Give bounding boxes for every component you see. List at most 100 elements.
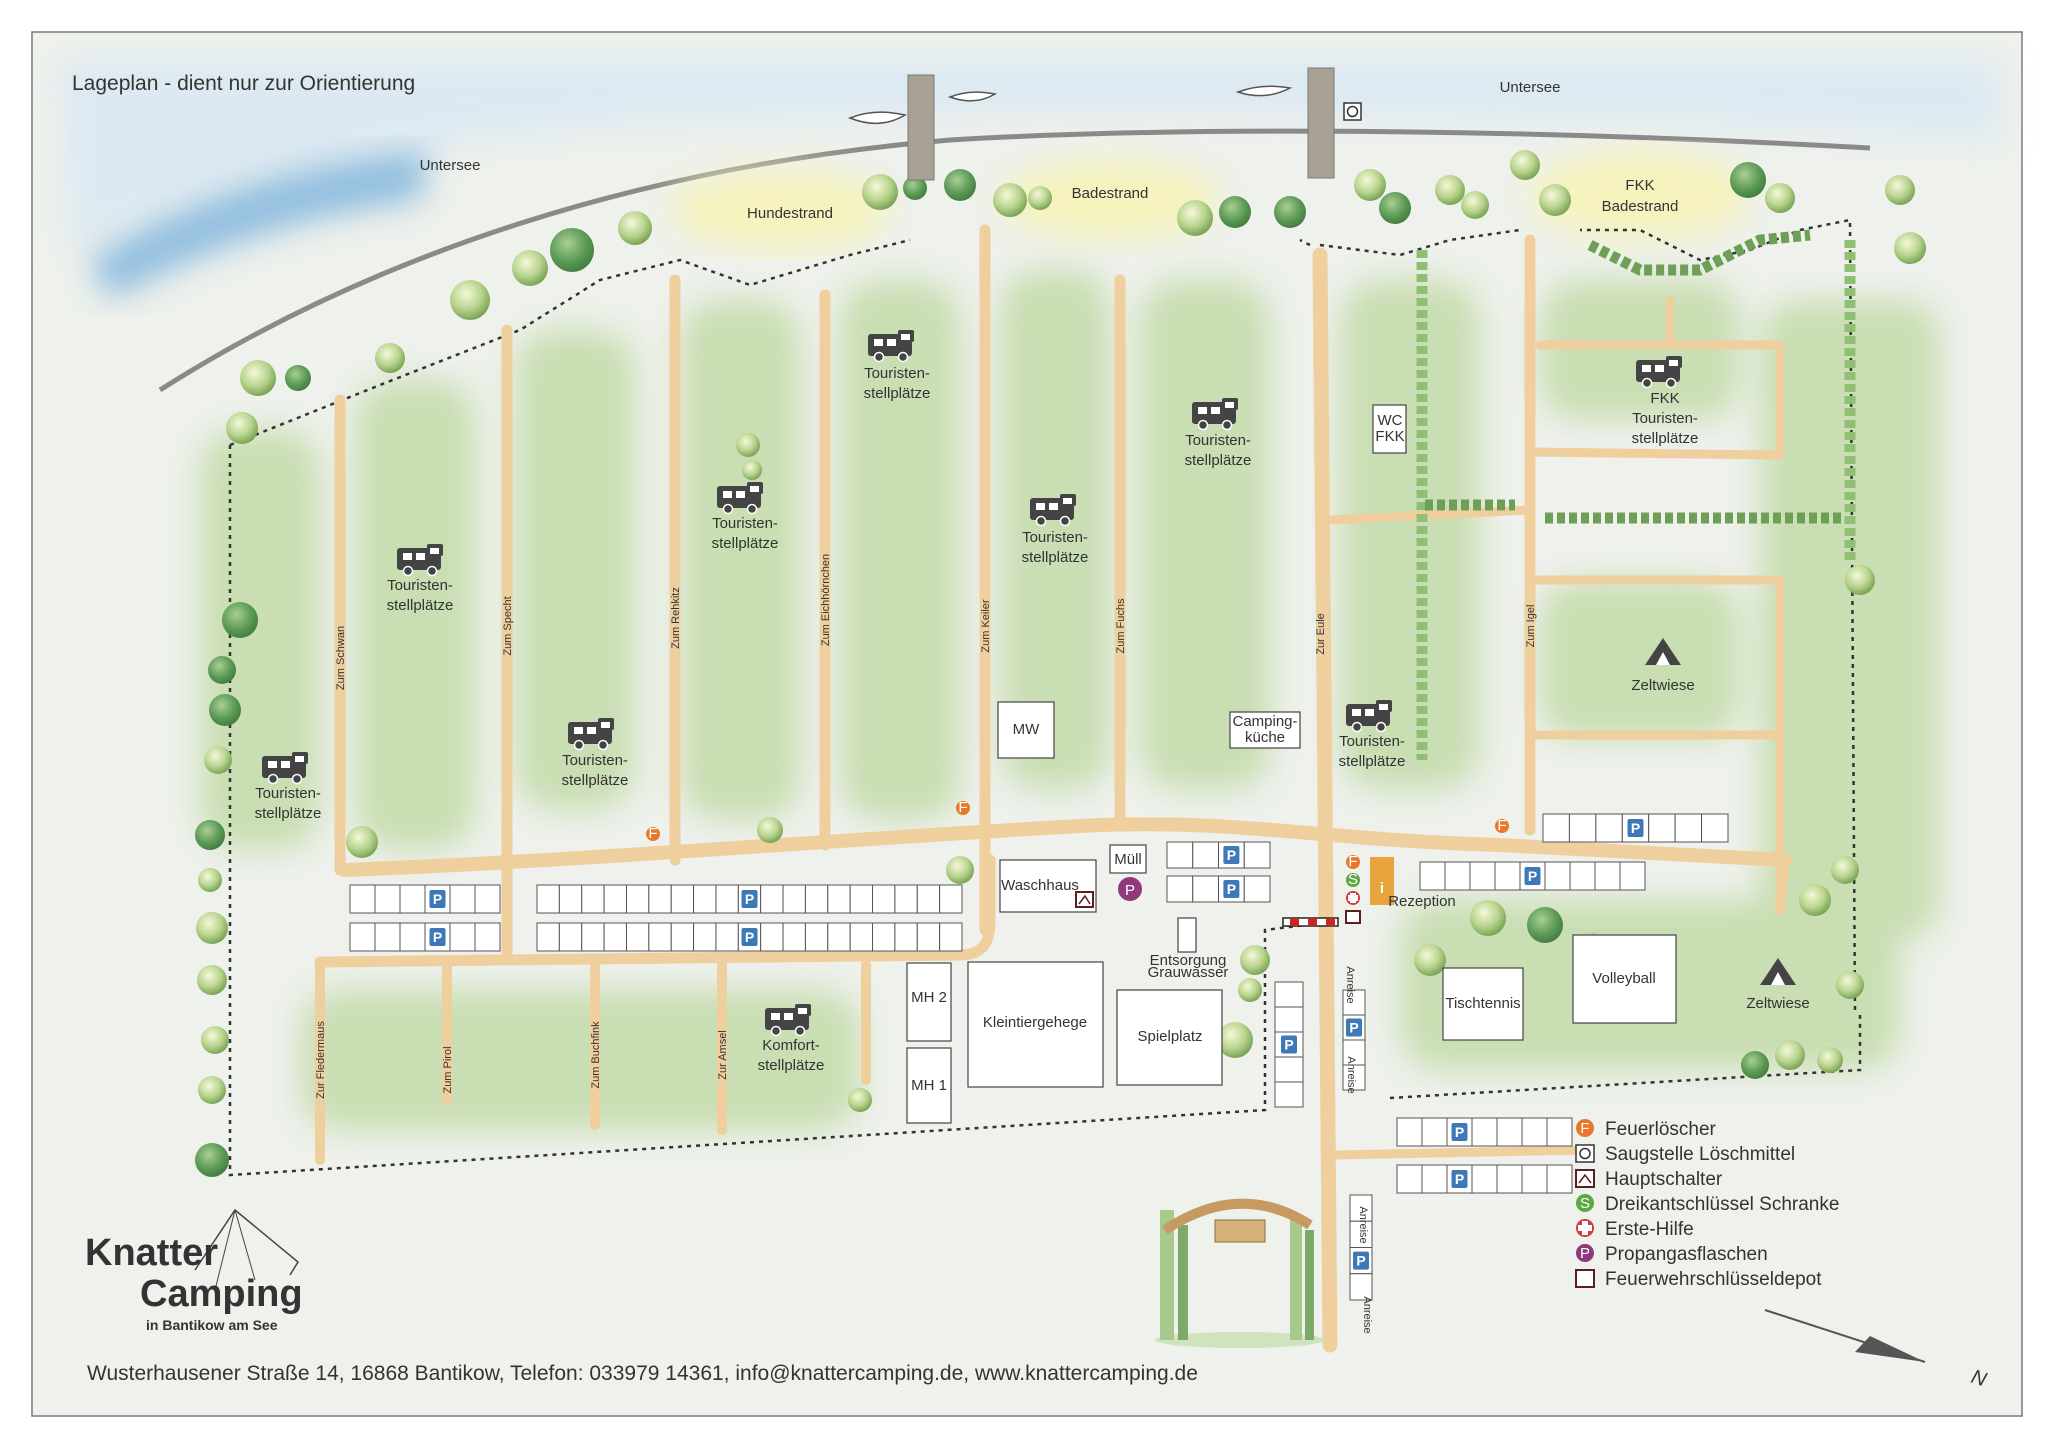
parking-bay [760, 884, 784, 914]
parking-bay [349, 922, 376, 952]
legend-item: Dreikantschlüssel Schranke [1605, 1194, 1839, 1215]
parking-row: P [349, 884, 501, 914]
parking-bay [916, 884, 941, 914]
svg-text:küche: küche [1245, 729, 1285, 746]
parking-label: P [1227, 881, 1236, 897]
boats [847, 85, 1293, 124]
parking-bay [1674, 813, 1703, 843]
knatter-camping-logo: Knatter Camping in Bantikow am See [85, 1208, 303, 1333]
parking-bay [1274, 1056, 1304, 1083]
parking-bay [804, 922, 829, 952]
parking-icon [1223, 846, 1240, 864]
logo-name-2: Camping [140, 1273, 303, 1315]
suction-point-marker [1343, 102, 1362, 121]
parking-icon [1524, 867, 1541, 885]
parking-bay [625, 922, 650, 952]
jetties [907, 67, 1335, 181]
parking-row: P [349, 922, 501, 952]
parking-bay [1469, 861, 1496, 891]
parking-bay [625, 884, 650, 914]
svg-text:Touristen-: Touristen- [1339, 733, 1405, 750]
parking-bay [849, 884, 874, 914]
tourist-pitches: Touristen- stellplätze Touristen- stellp… [255, 329, 1698, 1074]
street-zur-eule: Zur Eule [1315, 613, 1327, 655]
parking-bay [1419, 861, 1446, 891]
parking-bay [474, 884, 501, 914]
parking-row: P [1396, 1164, 1573, 1194]
propane-icon [1576, 1244, 1594, 1262]
parking-bay [399, 884, 426, 914]
parking-label: P [745, 929, 754, 945]
arrival-lane-label: Anreise [1345, 1056, 1357, 1093]
svg-text:Touristen-: Touristen- [1632, 410, 1698, 427]
propane-icon [1118, 877, 1142, 901]
parking-bay [1542, 813, 1570, 843]
legend-item: Saugstelle Löschmittel [1605, 1144, 1795, 1165]
legend-item: Feuerlöscher [1605, 1119, 1717, 1140]
parking-row: P [1166, 841, 1271, 869]
parking-label: P [1349, 1020, 1358, 1036]
svg-text:MW: MW [1013, 721, 1040, 738]
svg-text:FKK: FKK [1650, 390, 1679, 407]
parking-bay [374, 884, 401, 914]
street-zum-fuchs: Zum Fuchs [1115, 598, 1127, 654]
legend-item: Propangasflaschen [1605, 1244, 1768, 1265]
svg-text:stellplätze: stellplätze [1185, 452, 1252, 469]
dog-beach-label: Hundestrand [747, 205, 833, 222]
arrival-lane-label: Anreise [1361, 1296, 1373, 1333]
parking-bay [1521, 1164, 1548, 1194]
street-zum-specht: Zum Specht [502, 596, 514, 655]
extinguisher-markers: F F F [646, 799, 1509, 842]
extinguisher-icon [1346, 855, 1360, 869]
bathing-beach-label: Badestrand [1072, 185, 1149, 202]
parking-bay [581, 884, 605, 914]
parking-bay [399, 922, 426, 952]
parking-bay [1568, 813, 1597, 843]
parking-bay [1546, 1117, 1573, 1147]
suction-point-icon [1575, 1144, 1595, 1163]
parking-bay [1274, 1081, 1304, 1108]
parking-bay [1496, 1164, 1523, 1194]
svg-text:Touristen-: Touristen- [712, 515, 778, 532]
svg-text:Touristen-: Touristen- [1185, 432, 1251, 449]
parking-row: P [1542, 813, 1729, 843]
parking-bay [1396, 1164, 1423, 1194]
lake-label-left: Untersee [420, 157, 481, 174]
svg-text:Camping-: Camping- [1232, 713, 1297, 730]
tent-icon [1645, 638, 1681, 665]
beach-areas [670, 150, 1750, 250]
svg-text:Müll: Müll [1114, 851, 1142, 868]
svg-text:Komfort-: Komfort- [762, 1037, 820, 1054]
arrival-lane-label: Anreise [1344, 966, 1356, 1003]
key-icon [1346, 873, 1360, 887]
parking-bay [804, 884, 829, 914]
svg-text:Kleintiergehege: Kleintiergehege [983, 1014, 1087, 1031]
parking-icon [741, 928, 758, 946]
parking-bay [670, 884, 695, 914]
parking-label: P [1227, 847, 1236, 863]
svg-text:stellplätze: stellplätze [712, 535, 779, 552]
parking-icon [429, 890, 446, 908]
parking-bay [449, 884, 476, 914]
svg-text:stellplätze: stellplätze [255, 805, 322, 822]
parking-bay [1396, 1117, 1423, 1147]
map-title: Lageplan - dient nur zur Orientierung [72, 72, 415, 95]
parking-bay [1619, 861, 1646, 891]
parking-bay [1569, 861, 1596, 891]
parking-bay [1444, 861, 1471, 891]
parking-bay [1349, 1273, 1373, 1301]
parking-bay [1544, 861, 1571, 891]
svg-text:Waschhaus: Waschhaus [1001, 877, 1079, 894]
parking-bay [872, 884, 896, 914]
entrance-gate-illustration [1155, 1198, 1325, 1348]
svg-text:Touristen-: Touristen- [562, 752, 628, 769]
road-network [314, 224, 1792, 1353]
parking-label: P [1455, 1171, 1464, 1187]
parking-icon [1451, 1123, 1468, 1141]
parking-bay [827, 884, 851, 914]
parking-bay [1494, 861, 1521, 891]
parking-bay [536, 884, 560, 914]
svg-text:Tischtennis: Tischtennis [1445, 995, 1520, 1012]
parking-bay [1166, 841, 1194, 869]
